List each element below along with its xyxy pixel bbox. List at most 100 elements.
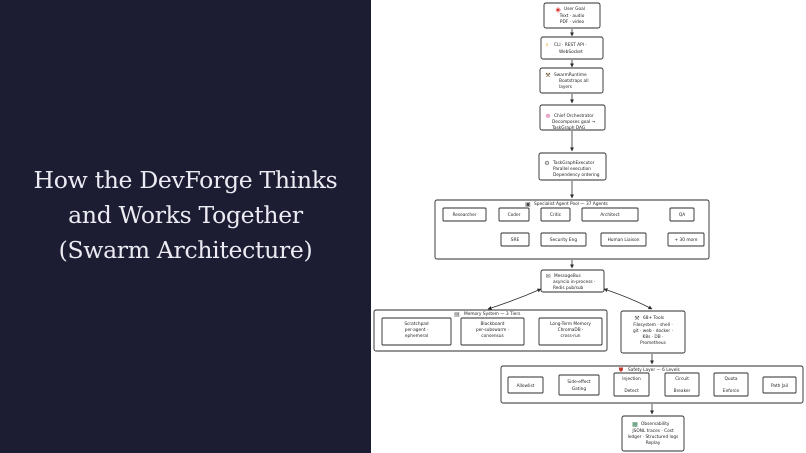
- group-title: Safety Layer — 6 Levels: [628, 367, 681, 373]
- user-goal-node: ◉ User Goal Text · audio PDF · video: [543, 2, 601, 29]
- memory-tier-node: Scratchpad per-agent · ephemeral: [381, 317, 452, 346]
- target-icon: ◉: [555, 7, 560, 14]
- node-text: layers: [559, 84, 573, 90]
- node-text: Redis pub/sub: [553, 285, 584, 291]
- level-label: Side-effect: [567, 379, 590, 385]
- agent-pool-group: ▣ Specialist Agent Pool — 37 Agents Rese…: [434, 199, 710, 260]
- title-panel: How the DevForge Thinks and Works Togeth…: [0, 0, 371, 453]
- level-label: Path Jail: [771, 383, 788, 389]
- architecture-diagram: ◉ User Goal Text · audio PDF · video ⚡ C…: [373, 2, 804, 452]
- interface-node: ⚡ CLI · REST API · WebSocket: [540, 36, 604, 60]
- hammer-icon: ⚒: [545, 72, 551, 79]
- level-label: Circuit: [675, 376, 689, 382]
- agent-node: + 30 more: [667, 232, 705, 247]
- agent-label: QA: [679, 212, 685, 218]
- runtime-node: ⚒ SwarmRuntime Bootstraps all layers: [539, 67, 604, 94]
- agent-node: SRE: [500, 232, 530, 247]
- lightning-icon: ⚡: [545, 42, 549, 49]
- level-label: Detect: [624, 388, 639, 394]
- arrow: [603, 288, 653, 310]
- safety-level-node: Allowlist: [507, 376, 544, 394]
- node-title: MessageBus: [554, 273, 582, 279]
- node-text: Dependency ordering: [553, 172, 600, 178]
- node-text: Replay: [646, 440, 661, 446]
- gear-icon: ⚙: [544, 160, 549, 167]
- agent-label: Security Eng: [550, 237, 577, 243]
- safety-level-node: Path Jail: [762, 376, 797, 394]
- agent-node: Human Liaison: [600, 232, 647, 247]
- chart-icon: ▦: [632, 421, 638, 428]
- executor-node: ⚙ TaskGraphExecutor Parallel execution D…: [538, 152, 607, 181]
- agent-label: Critic: [550, 212, 562, 218]
- level-label: Allowlist: [517, 383, 535, 389]
- memory-tier-node: Blackboard per-subswarm · consensus: [460, 317, 525, 346]
- tier-text: consensus: [481, 334, 504, 339]
- node-text: TaskGraph DAG: [551, 125, 585, 131]
- tools-node: ⚒ 68+ Tools Filesystem · shell · git · w…: [620, 310, 686, 354]
- agent-node: QA: [669, 207, 695, 222]
- title-line: (Swarm Architecture): [58, 236, 313, 264]
- wrench-icon: ⚒: [634, 315, 640, 322]
- shield-icon: ⛊: [619, 367, 624, 374]
- node-title: Observability: [641, 421, 670, 427]
- safety-level-node: Side-effect Gating: [558, 374, 600, 396]
- node-text: git · web · docker ·: [633, 328, 673, 334]
- node-title: User Goal: [564, 6, 585, 12]
- safety-level-node: Injection Detect: [613, 372, 650, 397]
- level-label: Injection: [622, 376, 641, 382]
- tier-text: cross-run: [561, 333, 581, 339]
- node-text: WebSocket: [559, 49, 583, 55]
- node-text: Decomposes goal →: [552, 119, 596, 125]
- node-title: 68+ Tools: [643, 315, 665, 321]
- node-text: Filesystem · shell ·: [633, 322, 673, 328]
- tier-text: ChromaDB ·: [558, 327, 584, 333]
- node-text: Bootstraps all: [559, 78, 589, 84]
- memory-icon: ▤: [454, 311, 460, 318]
- node-title: Chief Orchestrator: [554, 113, 594, 119]
- mailbox-icon: ✉: [545, 273, 550, 280]
- orchestrator-node: ❁ Chief Orchestrator Decomposes goal → T…: [539, 104, 606, 131]
- title-line: How the DevForge Thinks: [33, 166, 338, 194]
- tier-title: Blackboard: [480, 321, 504, 327]
- level-label: Breaker: [674, 388, 691, 394]
- architecture-panel: ◉ User Goal Text · audio PDF · video ⚡ C…: [371, 0, 806, 453]
- safety-group: ⛊ Safety Layer — 6 Levels Allowlist Side…: [500, 365, 804, 404]
- agent-node: Architect: [581, 207, 639, 222]
- agent-label: Coder: [508, 212, 521, 218]
- safety-level-node: Circuit Breaker: [664, 372, 700, 397]
- level-label: Gating: [572, 386, 587, 392]
- node-text: Parallel execution: [553, 166, 591, 172]
- group-title: Specialist Agent Pool — 37 Agents: [534, 201, 609, 207]
- messagebus-node: ✉ MessageBus asyncio in-process · Redis …: [540, 269, 605, 293]
- node-text: K8s · DB ·: [643, 334, 664, 340]
- memory-tier-node: Long-Term Memory ChromaDB · cross-run: [538, 317, 603, 346]
- node-title: TaskGraphExecutor: [552, 160, 595, 166]
- safety-level-node: Quota Enforce: [713, 372, 749, 397]
- agent-label: Human Liaison: [608, 237, 640, 243]
- node-text: PDF · video: [560, 19, 585, 25]
- group-title: Memory System — 3 Tiers: [464, 311, 521, 317]
- agent-label: Architect: [600, 212, 620, 218]
- arrow: [487, 288, 542, 310]
- tier-text: per-subswarm ·: [476, 327, 509, 333]
- observability-node: ▦ Observability JSONL traces · Cost ledg…: [621, 415, 685, 452]
- tier-title: Scratchpad: [404, 321, 429, 327]
- level-label: Enforce: [723, 388, 740, 394]
- node-text: asyncio in-process ·: [553, 279, 595, 285]
- brain-icon: ❁: [545, 113, 550, 120]
- agent-node: Coder: [498, 207, 530, 222]
- node-text: Prometheus: [640, 340, 666, 346]
- slide-title: How the DevForge Thinks and Works Togeth…: [20, 163, 351, 268]
- agent-label: SRE: [511, 237, 520, 243]
- node-title: CLI · REST API ·: [554, 42, 587, 48]
- agent-node: Critic: [540, 207, 571, 222]
- agent-label: + 30 more: [675, 237, 698, 243]
- node-text: JSONL traces · Cost: [631, 428, 674, 434]
- node-title: SwarmRuntime: [554, 72, 587, 78]
- node-text: ledger · Structured logs: [628, 434, 679, 440]
- tier-title: Long-Term Memory: [550, 321, 591, 327]
- node-text: Text · audio: [559, 13, 585, 19]
- agent-label: Researcher: [452, 212, 476, 218]
- memory-group: ▤ Memory System — 3 Tiers Scratchpad per…: [373, 309, 608, 352]
- tier-text: ephemeral: [405, 333, 428, 339]
